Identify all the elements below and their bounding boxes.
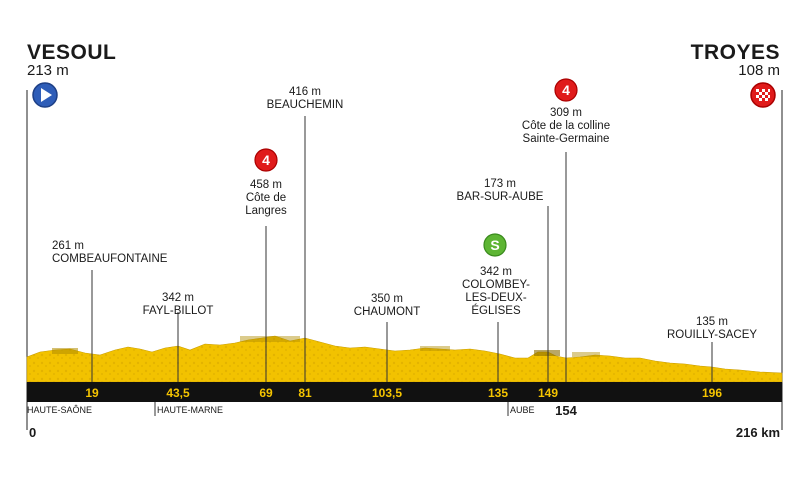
- region-aube: AUBE: [510, 405, 535, 415]
- profile-shade: [240, 336, 300, 342]
- climb-badge-text: 4: [562, 82, 570, 98]
- km-mark: 135: [487, 386, 509, 400]
- finish-altitude: 108 m: [738, 62, 780, 79]
- distance-start: 0: [29, 425, 37, 440]
- km-mark: 103,5: [371, 386, 403, 400]
- km-mark: 19: [85, 386, 99, 400]
- km-154: 154: [555, 403, 577, 418]
- profile-shade: [52, 348, 78, 354]
- km-mark: 81: [298, 386, 312, 400]
- climb-badge-text: 4: [262, 152, 270, 168]
- leader-lines: [91, 116, 713, 382]
- profile-shade: [420, 346, 450, 351]
- distance-bar: [27, 382, 782, 402]
- km-mark: 43,5: [166, 386, 190, 400]
- distance-end: 216 km: [735, 425, 780, 440]
- sprint-icon: [483, 233, 507, 257]
- finish-checkered-icon: [750, 82, 776, 108]
- km-mark: 196: [701, 386, 723, 400]
- profile-shade: [572, 352, 600, 357]
- finish-city: TROYES: [690, 41, 780, 64]
- km-mark: 69: [259, 386, 273, 400]
- region-haute-saone: HAUTE-SAÔNE: [27, 405, 93, 415]
- start-play-icon: [32, 82, 58, 108]
- profile-shade: [534, 350, 560, 356]
- sprint-badge-text: S: [490, 237, 500, 253]
- elevation-profile: [26, 335, 783, 383]
- km-mark: 149: [537, 386, 559, 400]
- region-ticks: [154, 402, 509, 416]
- start-altitude: 213 m: [27, 62, 69, 79]
- climb-category-icon: [554, 78, 578, 102]
- start-city: VESOUL: [27, 41, 117, 64]
- climb-category-icon: [254, 148, 278, 172]
- region-haute-marne: HAUTE-MARNE: [157, 405, 224, 415]
